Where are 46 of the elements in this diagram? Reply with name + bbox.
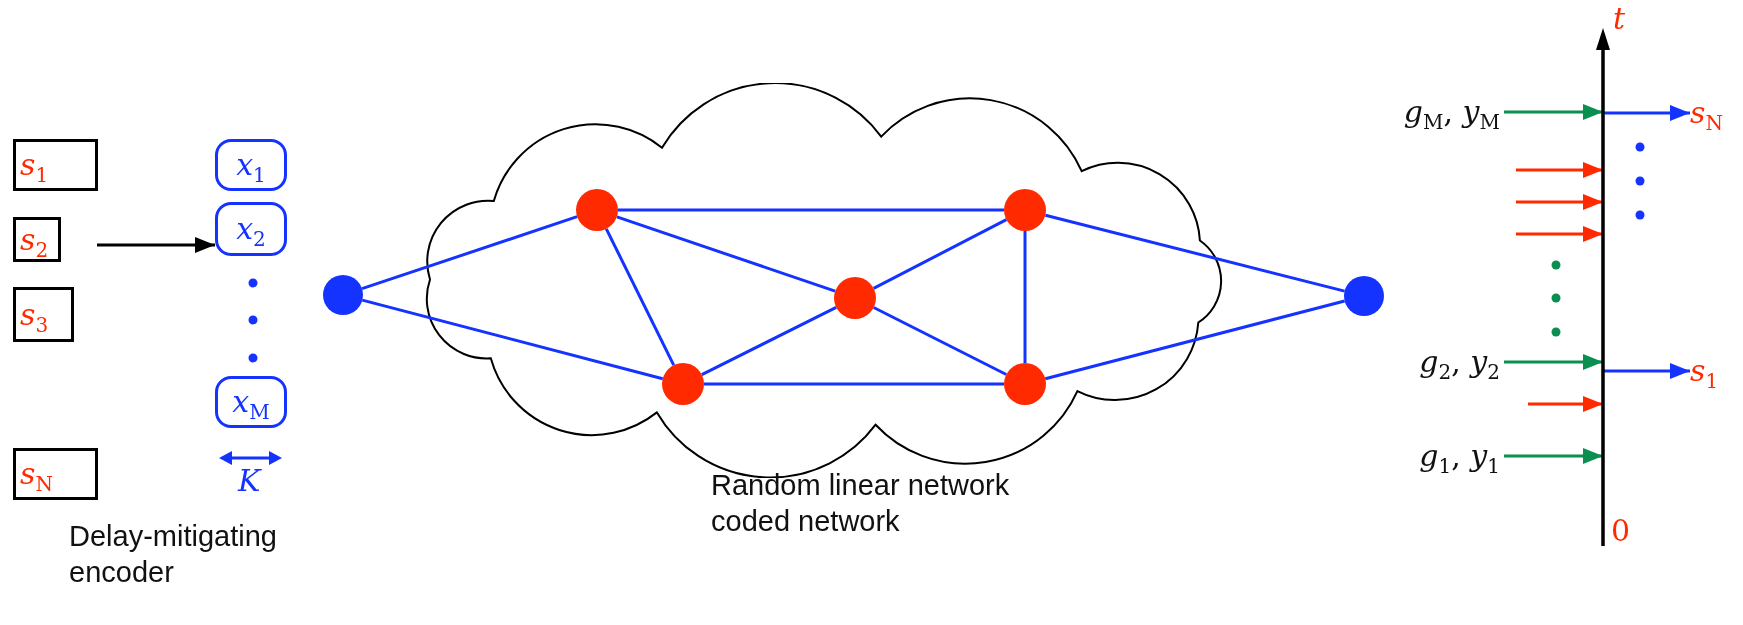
arrow bbox=[1516, 226, 1603, 242]
network-link bbox=[616, 215, 836, 293]
source-box: s$_{3}$ bbox=[13, 287, 74, 342]
network-link bbox=[1045, 213, 1345, 293]
network-link bbox=[361, 298, 664, 381]
arrow bbox=[1504, 104, 1603, 120]
network-node bbox=[576, 189, 618, 231]
signal-label: g$_{2}$, y$_{2}$ bbox=[1290, 347, 1504, 377]
network-link bbox=[704, 382, 1004, 386]
encoded-packet-box: x$_{1}$ bbox=[215, 139, 287, 191]
arrow bbox=[1528, 396, 1603, 412]
network-link bbox=[361, 215, 578, 291]
network-link bbox=[873, 306, 1007, 376]
arrow bbox=[1603, 105, 1690, 121]
source-box: s$_{2}$ bbox=[13, 217, 61, 262]
caption-text: Delay-mitigating encoder bbox=[69, 519, 278, 591]
network-node bbox=[1004, 363, 1046, 405]
network-node bbox=[662, 363, 704, 405]
network-link bbox=[1044, 299, 1345, 381]
axis-label: t bbox=[1613, 4, 1626, 34]
network-node bbox=[323, 275, 363, 315]
arrow bbox=[1603, 363, 1690, 379]
network-link bbox=[701, 306, 837, 376]
signal-label: g$_{1}$, y$_{1}$ bbox=[1290, 440, 1504, 472]
source-box: s$_{1}$ bbox=[13, 139, 98, 191]
arrow bbox=[1504, 448, 1603, 464]
network-link bbox=[618, 208, 1004, 212]
network-node bbox=[1344, 276, 1384, 316]
network-node bbox=[834, 277, 876, 319]
network-node bbox=[1004, 189, 1046, 231]
encoded-packet-box: x$_{M}$ bbox=[215, 376, 287, 428]
network-link bbox=[872, 218, 1008, 290]
output-label: s$_{N}$ bbox=[1690, 94, 1740, 132]
axis-label: 0 bbox=[1611, 516, 1631, 546]
arrow bbox=[1516, 162, 1603, 178]
dimension-label: K bbox=[238, 466, 263, 496]
arrow bbox=[1516, 194, 1603, 210]
signal-label: g$_{M}$, y$_{M}$ bbox=[1290, 96, 1504, 128]
encoded-packet-box: x$_{2}$ bbox=[215, 202, 287, 256]
network-link bbox=[604, 228, 676, 366]
output-label: s$_{1}$ bbox=[1690, 352, 1740, 390]
caption-text: Random linear network coded network bbox=[711, 468, 1011, 540]
network-link bbox=[1023, 231, 1027, 363]
arrow bbox=[1504, 354, 1603, 370]
arrow bbox=[97, 237, 215, 253]
source-box: s$_{N}$ bbox=[13, 448, 98, 500]
